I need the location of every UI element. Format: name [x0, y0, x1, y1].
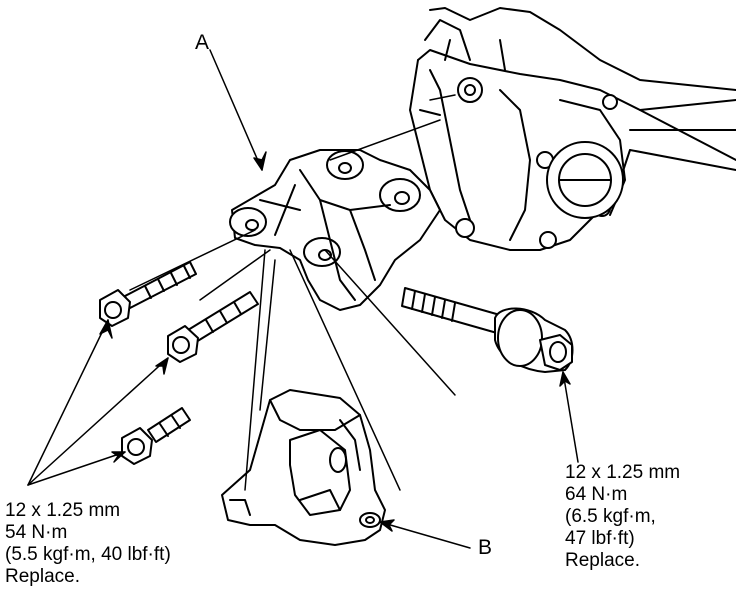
left-torque-nm: 54 N·m — [5, 522, 68, 543]
left-torque-alt: (5.5 kgf·m, 40 lbf·ft) — [5, 544, 171, 565]
left-replace-note: Replace. — [5, 566, 80, 587]
callout-arrows — [27, 49, 579, 549]
left-bolts — [99, 261, 259, 465]
right-torque-nm: 64 N·m — [565, 484, 628, 505]
transmission-housing — [409, 7, 736, 251]
mount-b — [221, 389, 386, 546]
right-torque-alt-2: 47 lbf·ft) — [565, 528, 635, 549]
left-bolt-size: 12 x 1.25 mm — [5, 500, 121, 521]
callout-a: A — [195, 31, 210, 54]
callout-b: B — [478, 536, 493, 559]
through-bolt-right — [401, 287, 574, 373]
alignment-lines — [129, 94, 456, 491]
right-torque-alt-1: (6.5 kgf·m, — [565, 506, 656, 527]
right-bolt-size: 12 x 1.25 mm — [565, 462, 681, 483]
right-replace-note: Replace. — [565, 550, 640, 571]
